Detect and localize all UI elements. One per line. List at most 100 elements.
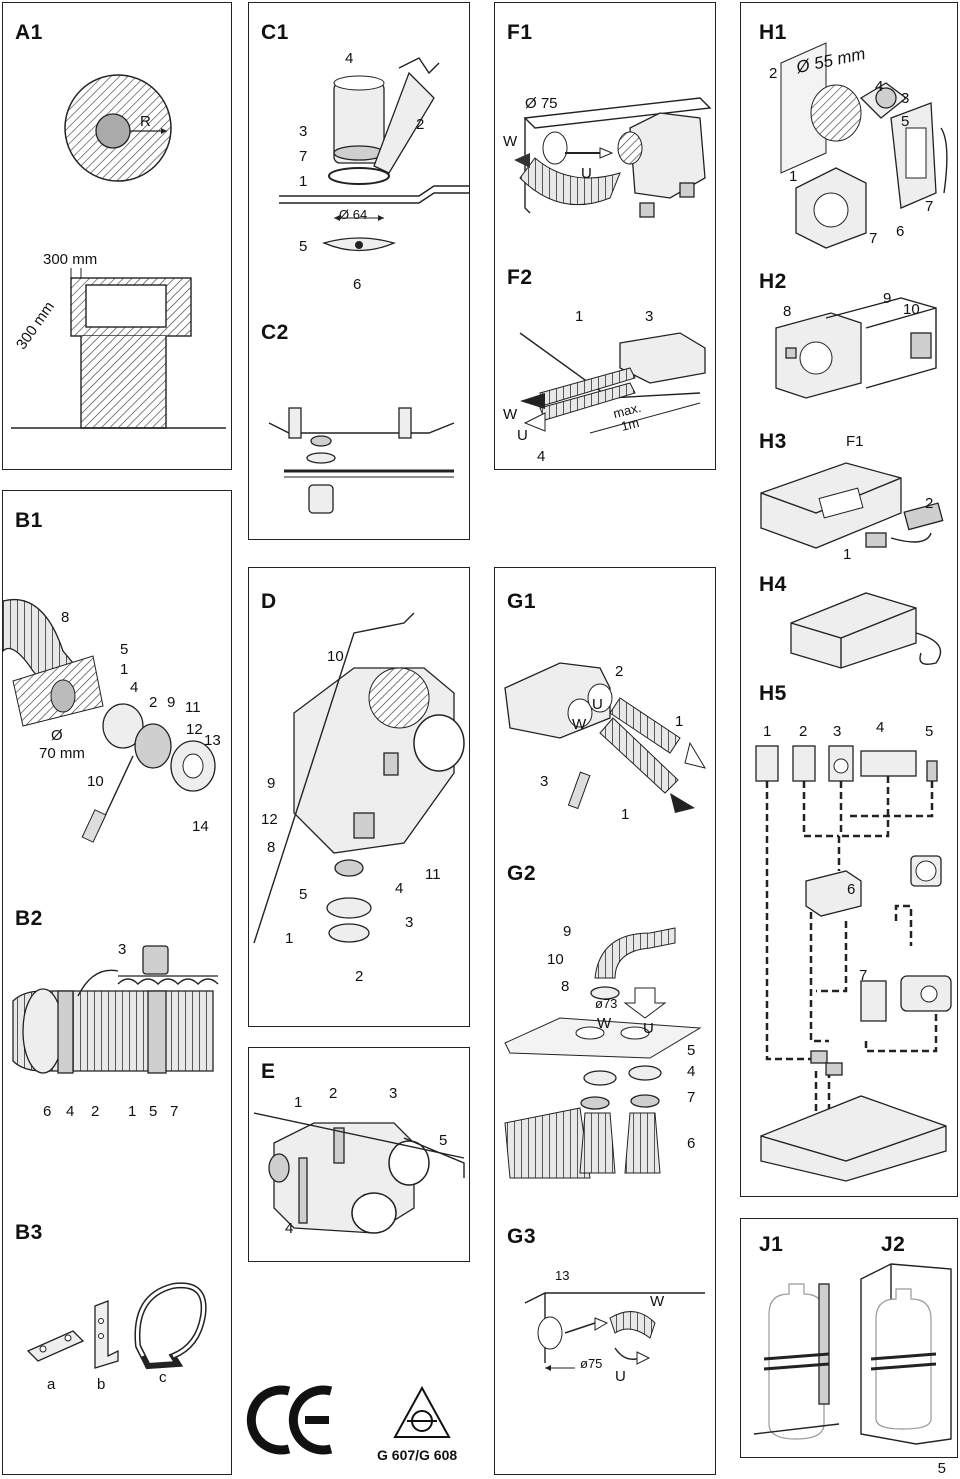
b3-label-c: c (159, 1369, 167, 1386)
c1-label-diameter-64: Ø 64 (339, 207, 368, 222)
a1-label-r: R (140, 113, 151, 130)
f2-label-w: W (503, 406, 518, 423)
h3-label-f1: F1 (846, 433, 864, 450)
g1-label-2: 2 (615, 663, 624, 680)
panel-title-b2: B2 (15, 907, 43, 930)
b2-label-7: 7 (170, 1103, 179, 1120)
h3-label-2: 2 (925, 495, 934, 512)
panel-title-e: E (261, 1060, 276, 1083)
approval-triangle-mark (393, 1385, 451, 1438)
panel-title-h3: H3 (759, 430, 787, 453)
h5-label-3: 3 (833, 723, 842, 740)
panel-title-b3: B3 (15, 1221, 43, 1244)
g2-label-7: 7 (687, 1089, 696, 1106)
g2-label-5: 5 (687, 1042, 696, 1059)
g3-outlet-figure (524, 1292, 705, 1371)
panel-title-c2: C2 (261, 321, 289, 344)
panel-title-h4: H4 (759, 573, 787, 596)
panel-title-g3: G3 (507, 1225, 537, 1248)
h2-control-panel-figure (775, 297, 937, 399)
panel-title-g2: G2 (507, 862, 537, 885)
h5-label-1: 1 (763, 723, 772, 740)
panel-a: A1 R 300 mm 300 mm (2, 2, 232, 470)
h3-label-1: 1 (843, 546, 852, 563)
g1-label-w: W (572, 716, 587, 733)
panel-title-h1: H1 (759, 21, 787, 44)
panel-j: J1 J2 (740, 1218, 958, 1458)
a2-label-width: 300 mm (43, 251, 98, 268)
g2-label-4: 4 (687, 1063, 696, 1080)
f1-label-w: W (503, 133, 518, 150)
e-label-4: 4 (285, 1220, 294, 1237)
h1-label-6: 6 (896, 223, 905, 240)
b2-label-1: 1 (128, 1103, 137, 1120)
b2-label-6: 6 (43, 1103, 52, 1120)
g3-label-u: U (615, 1368, 626, 1385)
b1-label-14: 14 (192, 818, 209, 835)
g2-label-10: 10 (547, 951, 564, 968)
g2-label-8: 8 (561, 978, 570, 995)
h1-label-2: 2 (769, 65, 778, 82)
b1-hose-flange-figure (2, 599, 216, 843)
b1-label-12: 12 (186, 721, 203, 738)
h5-label-4: 4 (876, 719, 885, 736)
h3-electronics-box-figure (760, 462, 944, 549)
b1-label-9: 9 (167, 694, 176, 711)
b1-label-13: 13 (204, 732, 221, 749)
g1-label-3: 3 (540, 773, 549, 790)
g3-label-w: W (650, 1293, 665, 1310)
d-label-10: 10 (327, 648, 344, 665)
panel-b: B1 8 5 1 4 2 9 11 12 13 Ø 70 mm 10 14 B2… (2, 490, 232, 1475)
h1-label-7b: 7 (869, 230, 878, 247)
h4-transformer-figure (790, 592, 942, 669)
f2-label-3: 3 (645, 308, 654, 325)
panel-title-j1: J1 (759, 1233, 784, 1256)
e-label-1: 1 (294, 1094, 303, 1111)
panel-title-j2: J2 (881, 1233, 906, 1256)
h1-label-4: 4 (875, 78, 884, 95)
panel-title-h5: H5 (759, 682, 787, 705)
j1-gas-bottle-bracket-figure (753, 1283, 840, 1440)
h5-label-6: 6 (847, 881, 856, 898)
b2-label-4: 4 (66, 1103, 75, 1120)
b1-label-2: 2 (149, 694, 158, 711)
b1-label-10: 10 (87, 773, 104, 790)
panel-h: H1 2 Ø 55 mm 4 3 5 1 7 6 7 H2 8 9 10 H3 … (740, 2, 958, 1197)
g1-label-1b: 1 (621, 806, 630, 823)
panel-e: E 1 2 3 5 4 (248, 1047, 470, 1262)
e-label-5: 5 (439, 1132, 448, 1149)
g2-label-diameter-73: ø73 (595, 996, 618, 1011)
b1-label-70mm: 70 mm (39, 745, 85, 762)
a1-chimney-section-figure (64, 74, 172, 182)
g2-label-9: 9 (563, 923, 572, 940)
c1-label-3: 3 (299, 123, 308, 140)
g1-label-u: U (592, 696, 603, 713)
f1-heater-duct-figure (514, 97, 712, 218)
panel-title-a1: A1 (15, 21, 43, 44)
c1-label-1: 1 (299, 173, 308, 190)
g2-label-6: 6 (687, 1135, 696, 1152)
e-heater-mount-figure (253, 1112, 465, 1234)
b3-label-b: b (97, 1376, 106, 1393)
b3-mounting-parts-figure (26, 1282, 207, 1370)
d-heater-housing-figure (253, 612, 465, 944)
b1-label-diameter: Ø (51, 727, 63, 744)
d-label-12: 12 (261, 811, 278, 828)
f1-label-u: U (581, 165, 592, 182)
j2-gas-bottle-compartment-figure (860, 1263, 952, 1445)
c1-label-2: 2 (416, 116, 425, 133)
g3-label-diameter-75: ø75 (580, 1356, 603, 1371)
c1-label-4: 4 (345, 50, 354, 67)
h5-label-5: 5 (925, 723, 934, 740)
panel-title-g1: G1 (507, 590, 537, 613)
panel-c: C1 4 3 7 1 2 Ø 64 5 6 C2 (248, 2, 470, 540)
b1-label-1: 1 (120, 661, 129, 678)
h2-label-9: 9 (883, 290, 892, 307)
h1-label-7a: 7 (925, 198, 934, 215)
f1-label-diameter-75: Ø 75 (525, 95, 558, 112)
b2-hose-clamp-figure (12, 945, 219, 1074)
b2-label-2: 2 (91, 1103, 100, 1120)
f2-duct-routing-figure (519, 332, 706, 434)
c1-label-5: 5 (299, 238, 308, 255)
h1-label-5: 5 (901, 113, 910, 130)
